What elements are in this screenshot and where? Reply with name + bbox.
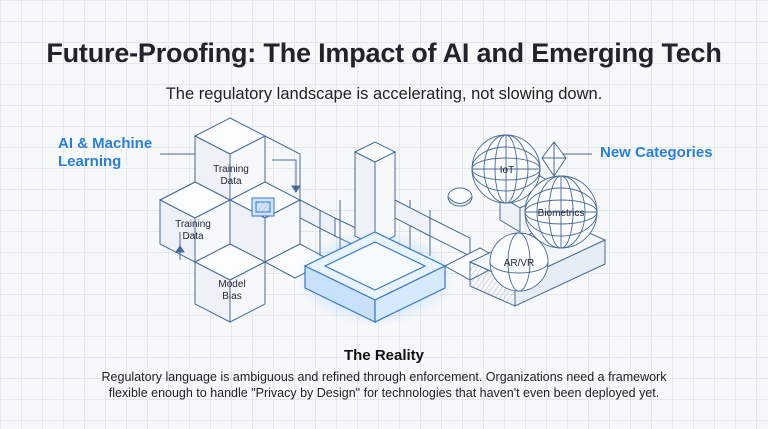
model-bias-cube <box>193 243 267 323</box>
arvr-sphere <box>489 232 549 292</box>
training-data-top-cube <box>193 117 267 201</box>
biometrics-sphere <box>524 175 598 249</box>
training-data-top-line1: Training <box>213 164 249 175</box>
new-categories-label: New Categories <box>600 144 713 161</box>
page-subtitle: The regulatory landscape is accelerating… <box>165 85 603 103</box>
iot-sphere <box>471 134 541 204</box>
training-data-top-line2: Data <box>220 176 242 187</box>
processing-cube <box>228 181 302 263</box>
biometrics-label: Biometrics <box>538 208 585 219</box>
training-data-left-line2: Data <box>182 231 204 242</box>
reality-title: The Reality <box>343 347 425 364</box>
small-ornaments <box>447 141 567 207</box>
cluster-arrows <box>175 159 301 260</box>
page-title: Future-Proofing: The Impact of AI and Em… <box>46 38 722 68</box>
iot-label: IoT <box>500 165 514 176</box>
ai-cube-cluster <box>158 117 302 323</box>
model-bias-line2: Bias <box>222 291 241 302</box>
central-platform <box>303 231 447 323</box>
training-data-left-line1: Training <box>175 219 211 230</box>
model-bias-line1: Model <box>218 279 245 290</box>
ai-ml-label: AI & Machine Learning <box>58 135 153 170</box>
arvr-label: AR/VR <box>504 258 535 269</box>
reality-body: Regulatory language is ambiguous and ref… <box>101 370 667 400</box>
central-tower <box>319 141 431 269</box>
